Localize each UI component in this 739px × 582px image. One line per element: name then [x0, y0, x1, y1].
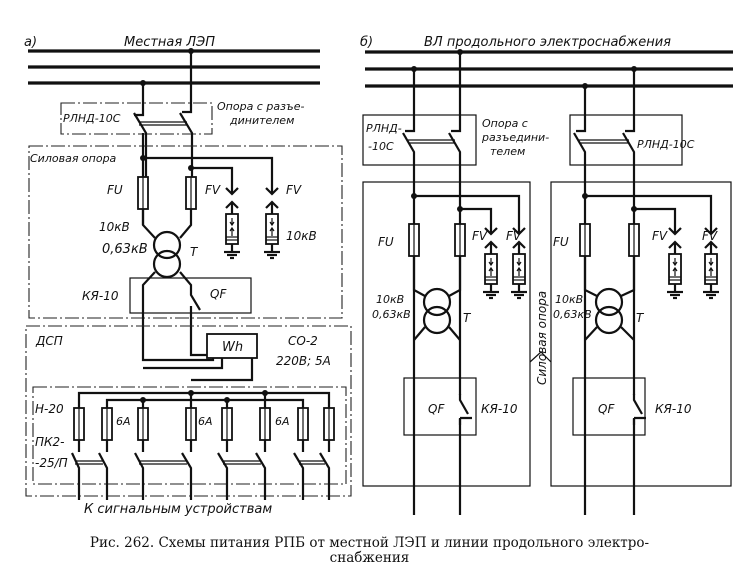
disconnector-right-label: РЛНД-10С — [637, 138, 695, 151]
lv-label: 0,63кВ — [102, 242, 148, 257]
arrester-voltage: 10кВ — [286, 229, 317, 243]
fuse-fv-b-right — [628, 223, 640, 257]
arrester-b-right-a — [665, 218, 685, 300]
disconnector-label: РЛНД-10С — [63, 112, 121, 125]
hv-label-b-right: 10кВ — [555, 293, 583, 306]
breaker-label: QF — [210, 287, 227, 301]
panel-b-title: ВЛ продольного электроснабжения — [424, 35, 671, 50]
power-support-label: Силовая опора — [30, 152, 117, 165]
meter-rating: 220В; 5А — [276, 354, 331, 368]
breaker-label-b-right: QF — [598, 402, 615, 416]
power-support-box-left — [362, 181, 531, 487]
panel-a: а) Местная ЛЭП РЛНД-10С Опора с разъе- д… — [24, 35, 352, 517]
transformer-b-right-hv — [594, 287, 624, 317]
panel-a-label: а) — [24, 35, 37, 50]
power-support-box — [28, 145, 343, 319]
disconnector-support-box — [60, 102, 213, 135]
fuse-fv-b-left — [454, 223, 466, 257]
power-support-b-label: Силовая опора — [535, 291, 549, 385]
cabinet-label-b-left: КЯ-10 — [481, 402, 518, 416]
cabinet-label: КЯ-10 — [82, 289, 119, 303]
arrester-label-1: FV — [205, 183, 221, 197]
pk2-switches — [71, 440, 331, 500]
lv-label-b-left: 0,63кВ — [372, 308, 411, 321]
cabinet-box-b-left — [403, 377, 477, 436]
panel-b: б) ВЛ продольного электроснабжения РЛНД-… — [360, 35, 733, 515]
fuse-fu-b-right — [579, 223, 591, 257]
switch-type-line2: -25/П — [35, 456, 68, 470]
arrester-b-right-1: FV — [652, 229, 668, 243]
panel-a-title: Местная ЛЭП — [124, 35, 215, 50]
arrester-b-left-1: FV — [472, 229, 488, 243]
caption-line-2: снабжения — [329, 550, 410, 566]
fuse-label-b-right: FU — [553, 235, 569, 249]
lv-label-b-right: 0,63кВ — [553, 308, 592, 321]
fuse-fv-a — [185, 176, 197, 210]
panel-b-label: б) — [360, 35, 373, 50]
fuse-rating-2: 6А — [198, 415, 213, 428]
disconnector-box-left — [362, 114, 477, 166]
breaker-label-b-left: QF — [428, 402, 445, 416]
surge-arrester-1 — [222, 178, 242, 260]
meter-type: СО-2 — [288, 334, 318, 348]
transformer-label-b-right: T — [636, 311, 645, 325]
surge-arrester-2 — [262, 178, 282, 260]
transformer-label-b-left: T — [463, 311, 472, 325]
cabinet-label-b-right: КЯ-10 — [655, 402, 692, 416]
switch-type-line1: ПК2- — [35, 435, 65, 449]
disconnector-left-line2: -10С — [368, 140, 394, 153]
hv-label-b-left: 10кВ — [376, 293, 404, 306]
fuse-fu-b-left — [408, 223, 420, 257]
support-b-line1: Опора с — [482, 117, 528, 130]
transformer-winding-hv — [152, 230, 182, 260]
figure-caption: Рис. 262. Схемы питания РПБ от местной Л… — [0, 536, 739, 566]
support-label-line1: Опора с разъе- — [217, 100, 304, 113]
dsp-box — [25, 325, 352, 497]
power-support-box-right — [550, 181, 732, 487]
fuse-fu-a — [137, 176, 149, 210]
fuse-type-label: Н-20 — [35, 402, 64, 416]
to-signal-devices-label: К сигнальным устройствам — [84, 502, 272, 517]
meter-label: Wh — [222, 340, 243, 355]
dsp-label: ДСП — [35, 334, 63, 348]
support-b-line3: телем — [490, 145, 525, 158]
transformer-b-left-hv — [422, 287, 452, 317]
disconnector-left-line1: РЛНД- — [366, 122, 402, 135]
fuse-rating-1: 6А — [116, 415, 131, 428]
transformer-label: T — [190, 245, 199, 259]
fuse-label: FU — [107, 183, 123, 197]
hv-label: 10кВ — [99, 220, 130, 234]
disconnector-box-right — [569, 114, 683, 166]
support-b-line2: разъедини- — [481, 131, 549, 144]
cabinet-box-b-right — [572, 377, 646, 436]
support-label-line2: динителем — [229, 114, 294, 127]
transformer-b-right-lv — [594, 305, 624, 335]
energy-meter — [206, 333, 258, 359]
arrester-label-2: FV — [286, 183, 302, 197]
transformer-winding-lv — [152, 249, 182, 279]
fuse-rating-3: 6А — [275, 415, 290, 428]
transformer-b-left-lv — [422, 305, 452, 335]
fuse-panel-box — [32, 386, 347, 485]
fuse-label-b-left: FU — [378, 235, 394, 249]
caption-line-1: Рис. 262. Схемы питания РПБ от местной Л… — [89, 535, 650, 551]
